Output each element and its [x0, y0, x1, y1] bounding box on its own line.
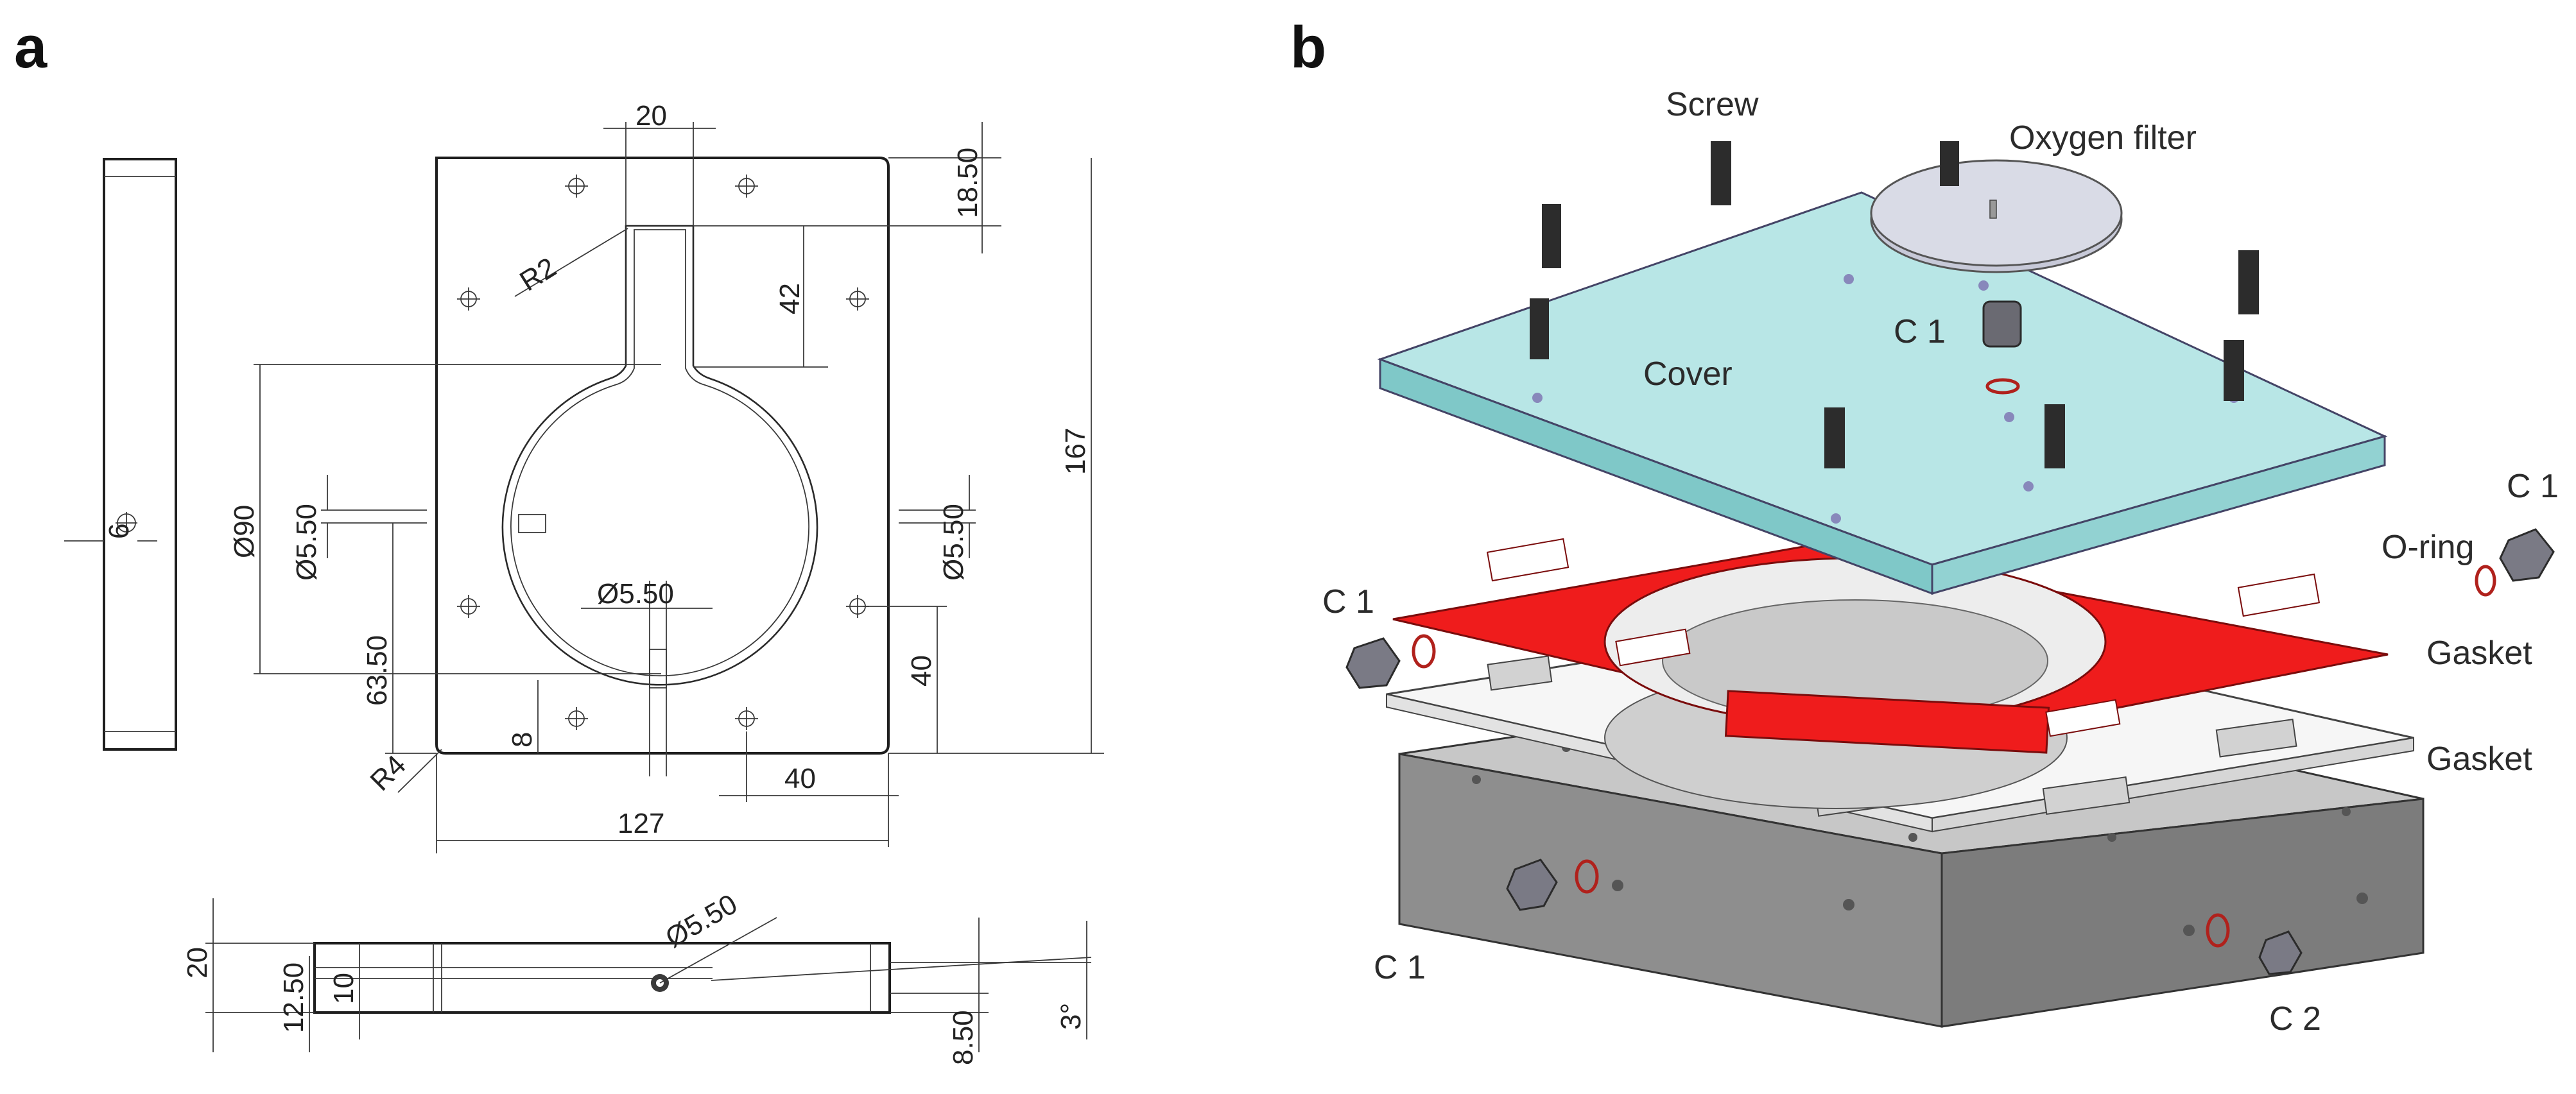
screws [1530, 141, 2259, 468]
dim-total-width: 127 [618, 808, 664, 839]
red-gasket [1392, 538, 2389, 754]
dim-circle-diameter: Ø90 [229, 505, 260, 558]
dim-thickness-step: 12.50 [278, 962, 309, 1033]
label-c1-right: C 1 [2507, 468, 2559, 505]
panel-b: b [1290, 15, 2559, 1038]
dim-bottom-offset: 8 [506, 732, 538, 748]
dimension-lines [254, 122, 1104, 853]
dim-right-hole-offset: 40 [784, 763, 816, 794]
oxygen-filter [1870, 159, 2123, 273]
dim-thickness-total: 20 [182, 947, 213, 979]
front-view: 20 18.50 42 R2 Ø90 Ø5.50 Ø5.50 Ø5.50 63.… [229, 100, 1104, 853]
panel-a: a 6 [14, 15, 1104, 1065]
panel-b-letter: b [1290, 15, 1326, 80]
dim-top-offset: 18.50 [952, 148, 983, 218]
dim-left-hole-dia: Ø5.50 [291, 504, 322, 581]
dim-right-offset: 40 [906, 655, 937, 687]
label-screw: Screw [1666, 86, 1759, 123]
dim-center-height: 63.50 [361, 635, 393, 706]
dim-slot-length: 42 [774, 283, 806, 314]
label-cover: Cover [1643, 355, 1733, 393]
dim-total-height: 167 [1060, 428, 1091, 475]
label-oxygen-filter: Oxygen filter [2009, 119, 2197, 157]
dim-draft-angle: 3° [1055, 1003, 1087, 1030]
panel-a-letter: a [14, 15, 48, 80]
section-view: 20 12.50 10 Ø5.50 8.50 3° [182, 888, 1092, 1065]
dim-center-hole-dia: Ø5.50 [597, 578, 674, 610]
side-view: 6 [64, 158, 177, 751]
dim-corner-radius: R4 [364, 749, 411, 797]
label-gasket-lower: Gasket [2426, 740, 2532, 778]
label-o-ring: O-ring [2382, 529, 2474, 566]
connectors [1345, 300, 2555, 975]
cover-plate [1377, 191, 2388, 595]
dim-right-hole-dia: Ø5.50 [938, 504, 969, 581]
dim-slot-width: 20 [635, 100, 667, 132]
label-c1-bottom: C 1 [1374, 949, 1426, 986]
label-c1-top: C 1 [1894, 313, 1946, 350]
label-c1-left: C 1 [1322, 583, 1374, 620]
label-c2: C 2 [2269, 1000, 2321, 1038]
dim-lower-offset: 8.50 [947, 1010, 979, 1065]
dim-side-thickness: 6 [103, 524, 135, 539]
dim-inner-height: 10 [328, 973, 359, 1004]
label-gasket-upper: Gasket [2426, 635, 2532, 672]
